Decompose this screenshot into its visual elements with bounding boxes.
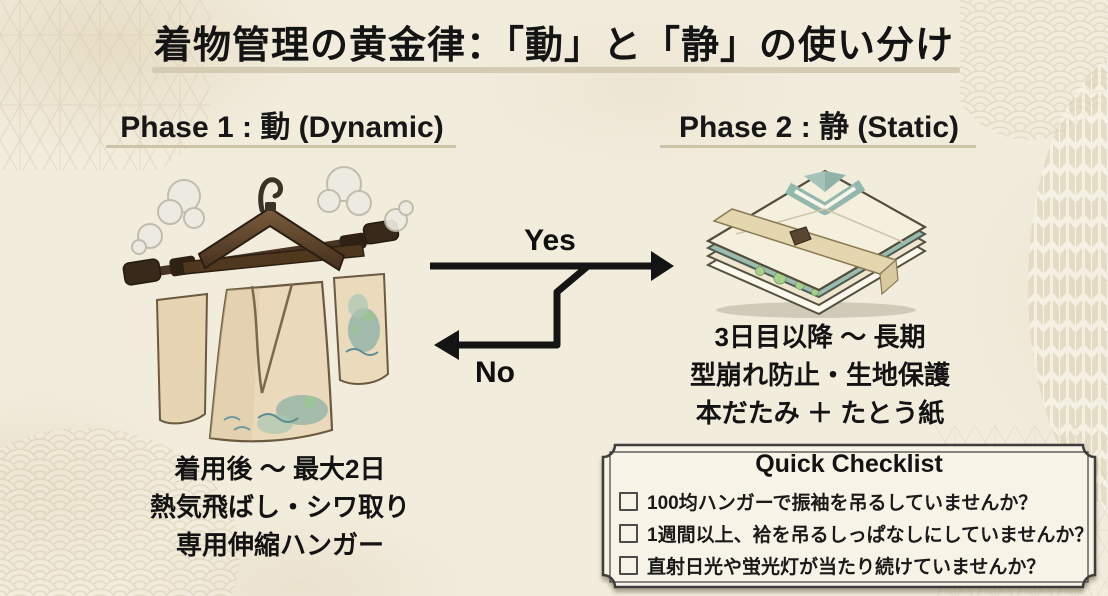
checklist-items: 100均ハンガーで振袖を吊るしていませんか？ 1週間以上、袷を吊るしっぱなしにし… — [619, 485, 1093, 581]
checkbox-icon[interactable] — [619, 555, 638, 575]
no-label: No — [475, 356, 515, 389]
phase2-description: 3日目以降 ～ 長期 型崩れ防止・生地保護 本だたみ ＋ たとう紙 — [660, 318, 980, 432]
yes-label: Yes — [524, 224, 576, 257]
checklist-frame — [601, 443, 1097, 589]
no-arrow-icon — [458, 263, 591, 349]
decision-flow-arrows — [430, 251, 674, 360]
band-knot — [789, 226, 812, 246]
hanging-kimono-illustration — [122, 166, 414, 443]
phase2-line: 本だたみ ＋ たとう紙 — [695, 398, 945, 428]
phase1-header: Phase 1 : 動 (Dynamic) — [120, 111, 444, 144]
phase1-description: 着用後 ～ 最大2日 熱気飛ばし・シワ取り 専用伸縮ハンガー — [120, 450, 440, 564]
steam-icon — [131, 166, 414, 255]
phase2-line: 型崩れ防止・生地保護 — [689, 360, 950, 390]
kimono — [155, 272, 390, 443]
checklist-item-text: 1週間以上、袷を吊るしっぱなしにしていませんか？ — [647, 524, 1094, 546]
checklist-item: 100均ハンガーで振袖を吊るしていませんか？ — [619, 485, 1081, 517]
checklist-item-text: 直射日光や蛍光灯が当たり続けていませんか？ — [647, 556, 1046, 578]
phase1-underline — [106, 145, 456, 148]
checklist-item: 直射日光や蛍光灯が当たり続けていませんか？ — [619, 549, 1081, 581]
checkbox-icon[interactable] — [619, 491, 638, 511]
tatou-band — [712, 208, 899, 296]
kimono-collar — [735, 171, 904, 243]
phase1-line: 専用伸縮ハンガー — [175, 530, 384, 560]
phase2-underline — [660, 145, 976, 148]
checklist-item: 1週間以上、袷を吊るしっぱなしにしていませんか？ — [619, 517, 1093, 549]
checkbox-icon[interactable] — [619, 523, 638, 543]
title-underline — [152, 67, 960, 73]
phase1-line: 着用後 ～ 最大2日 — [174, 454, 386, 484]
phase2-line: 3日目以降 ～ 長期 — [714, 322, 926, 352]
folded-kimono-illustration — [705, 169, 928, 318]
checklist-title: Quick Checklist — [755, 450, 943, 478]
quick-checklist-panel: Quick Checklist 100均ハンガーで振袖を吊るしていませんか？ 1… — [601, 443, 1097, 591]
phase1-line: 熱気飛ばし・シワ取り — [149, 492, 410, 522]
checklist-item-text: 100均ハンガーで振袖を吊るしていませんか？ — [647, 492, 1038, 514]
phase2-header: Phase 2 : 静 (Static) — [678, 111, 960, 144]
hanger-icon — [181, 177, 365, 275]
page-title: 着物管理の黄金律：「動」と「静」の使い分け — [153, 25, 954, 67]
